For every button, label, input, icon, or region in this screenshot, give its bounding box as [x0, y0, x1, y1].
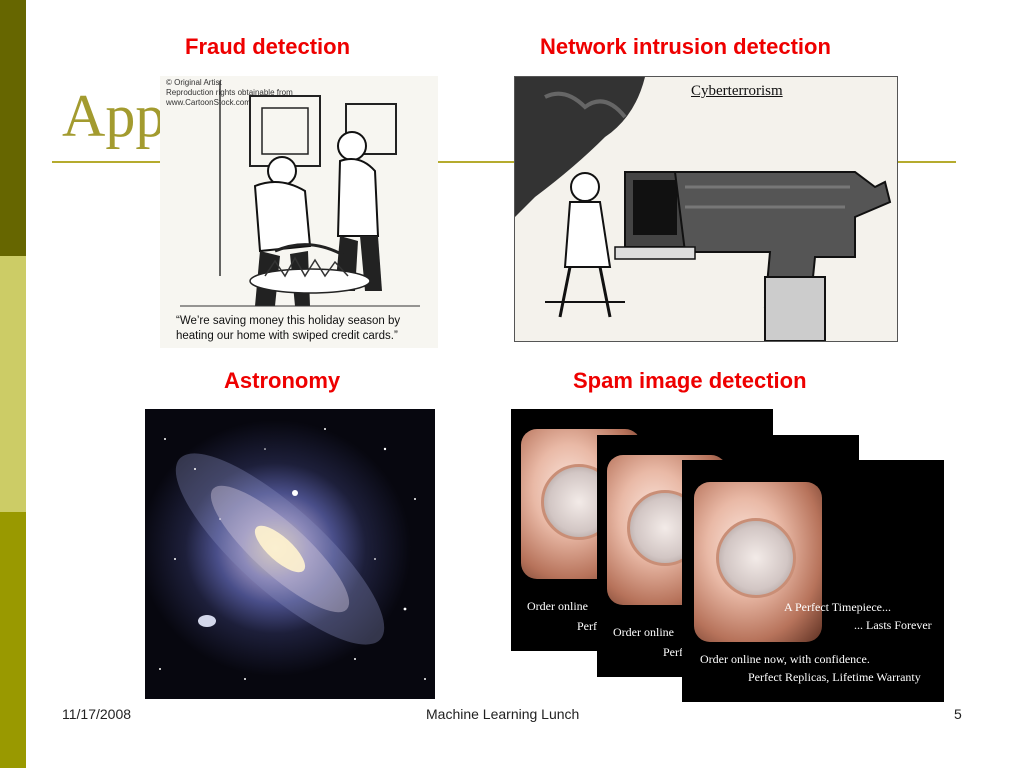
fraud-cartoon-drawing: [180, 81, 420, 307]
footer-date: 11/17/2008: [62, 706, 132, 722]
page-number: 5: [954, 706, 962, 722]
title-rule: [52, 161, 956, 163]
cartoon-quote: “We’re saving money this holiday season …: [176, 315, 401, 342]
spam-image-front: A Perfect Timepiece... ... Lasts Forever…: [682, 460, 944, 702]
caption-fraud: Fraud detection: [185, 34, 351, 59]
galaxy-stars: [159, 428, 426, 680]
spam-line-order: Order online now, with confidence.: [700, 652, 870, 666]
footer-title: Machine Learning Lunch: [426, 706, 580, 722]
spam-back-line2: Perf: [577, 619, 597, 633]
caption-spam: Spam image detection: [573, 368, 807, 393]
spam-middle-line2: Perf: [663, 645, 683, 659]
spam-line-timepiece: A Perfect Timepiece...: [784, 600, 891, 614]
cartoon-label: Cyberterrorism: [691, 83, 783, 99]
cartoon-credit: © Original Artist Reproduction rights ob…: [166, 78, 293, 107]
caption-network: Network intrusion detection: [540, 34, 831, 59]
sidebar-block-middle: [0, 256, 26, 512]
watch-dial: [716, 518, 796, 598]
slide-title: App: [62, 83, 166, 149]
spam-line-replicas: Perfect Replicas, Lifetime Warranty: [748, 670, 921, 684]
sidebar-block-bottom: [0, 512, 26, 768]
spam-line-lasts: ... Lasts Forever: [854, 618, 932, 632]
spam-back-line1: Order online: [527, 599, 588, 613]
galaxy-photo: [145, 409, 435, 699]
fraud-cartoon-image: © Original Artist Reproduction rights ob…: [160, 76, 438, 348]
spam-middle-line1: Order online: [613, 625, 674, 639]
network-cartoon-image: Cyberterrorism: [514, 76, 898, 342]
sidebar-stripe: [0, 0, 26, 768]
caption-astronomy: Astronomy: [224, 368, 341, 393]
network-cartoon-drawing: [515, 77, 892, 341]
sidebar-block-top: [0, 0, 26, 256]
